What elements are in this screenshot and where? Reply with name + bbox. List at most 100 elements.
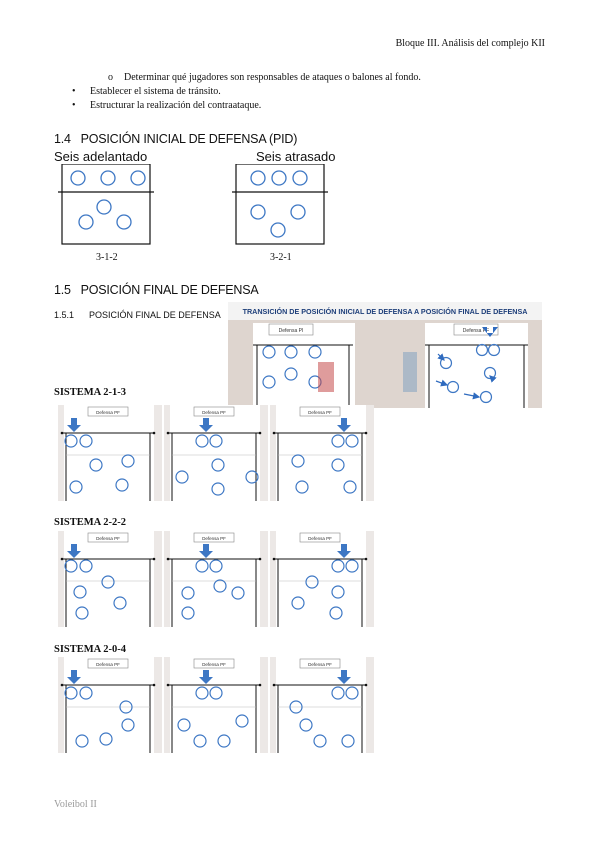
player-circle: [130, 170, 146, 186]
player-circle: [305, 575, 319, 589]
defensa-pi-label: Defensa PI: [279, 328, 304, 334]
defensa-pf-label: Defensa PF: [96, 536, 120, 541]
player-circle: [308, 345, 322, 359]
system-2-1-3-diagrams: Defensa PF Defensa PF Defensa PF: [58, 405, 374, 501]
panel-sheet: [170, 531, 260, 627]
player-circle: [75, 734, 89, 748]
player-circle: [78, 214, 94, 230]
section-number: 1.5: [54, 283, 71, 297]
player-circle: [101, 575, 115, 589]
player-circle: [100, 170, 116, 186]
system-panel: Defensa PF: [270, 531, 374, 627]
defensa-pf-label: Defensa PF: [96, 410, 120, 415]
sub-bullet-text: Determinar qué jugadores son responsable…: [124, 72, 421, 83]
player-circle: [262, 345, 276, 359]
net-post: [60, 431, 64, 435]
arrow-down-icon: [199, 544, 213, 558]
player-circle: [284, 367, 298, 381]
player-circle: [271, 170, 287, 186]
court-outline: [61, 164, 151, 245]
defensa-pf-label: Defensa PF: [96, 662, 120, 667]
panel-sheet: [276, 531, 366, 627]
transition-title: TRANSICIÓN DE POSICIÓN INICIAL DE DEFENS…: [243, 307, 528, 316]
arrow-icon: [489, 375, 497, 383]
system-2-2-2-diagrams: Defensa PF Defensa PF Defensa PF: [58, 531, 374, 627]
defensa-pf-box: [193, 658, 235, 669]
player-circle: [193, 734, 207, 748]
player-circle: [331, 686, 345, 700]
arrow-down-icon: [482, 327, 498, 337]
player-circle: [475, 343, 489, 357]
player-circle: [235, 714, 249, 728]
system-panel: Defensa PF: [270, 657, 374, 753]
player-circle: [209, 434, 223, 448]
player-circle: [217, 734, 231, 748]
player-circle: [211, 482, 225, 496]
net-post: [166, 557, 170, 561]
player-circle: [211, 458, 225, 472]
player-circle: [89, 458, 103, 472]
player-circle: [119, 700, 133, 714]
system-panel: Defensa PF: [58, 405, 162, 501]
player-circle: [73, 585, 87, 599]
defensa-pf-box: [87, 406, 129, 417]
system-panel: Defensa PF: [270, 405, 374, 501]
player-circle: [213, 579, 227, 593]
player-circle: [113, 596, 127, 610]
player-circle: [231, 586, 245, 600]
bullet-item: •Estructurar la realización del contraat…: [72, 100, 261, 111]
bullet-item: •Establecer el sistema de tránsito.: [72, 86, 221, 97]
panel-sheet: [170, 657, 260, 753]
net-post: [364, 431, 368, 435]
player-circle: [331, 559, 345, 573]
pid-diagram-left: [54, 164, 164, 250]
system-panel: Defensa PF: [58, 657, 162, 753]
defensa-pf-box: [87, 658, 129, 669]
arrow-down-icon: [337, 670, 351, 684]
player-circle: [79, 434, 93, 448]
system-panel: Defensa PF: [58, 531, 162, 627]
player-circle: [177, 718, 191, 732]
player-circle: [291, 596, 305, 610]
system-panel: Defensa PF: [164, 657, 268, 753]
player-circle: [299, 718, 313, 732]
arrow-icon: [437, 353, 445, 361]
player-circle: [181, 586, 195, 600]
player-circle: [195, 559, 209, 573]
defensa-pf-label: Defensa PF: [463, 328, 489, 334]
player-circle: [262, 375, 276, 389]
defensa-pf-label: Defensa PF: [202, 536, 226, 541]
player-circle: [331, 585, 345, 599]
subsection-title: POSICIÓN FINAL DE DEFENSA: [89, 310, 221, 320]
defensa-pf-label: Defensa PF: [202, 410, 226, 415]
caption-right: Seis atrasado: [256, 149, 336, 164]
arrow-down-icon: [337, 418, 351, 432]
player-circle: [289, 700, 303, 714]
player-circle: [64, 559, 78, 573]
page-header: Bloque III. Análisis del complejo KII: [395, 38, 545, 49]
pid-diagram-right: [228, 164, 338, 250]
player-circle: [291, 454, 305, 468]
net-post: [272, 683, 276, 687]
arrow-icon: [463, 392, 481, 400]
system-heading: SISTEMA 2-0-4: [54, 644, 127, 655]
net-post: [152, 557, 156, 561]
player-circle: [96, 199, 112, 215]
player-circle: [331, 458, 345, 472]
net-post: [272, 431, 276, 435]
player-circle: [64, 686, 78, 700]
player-circle: [70, 170, 86, 186]
defensa-pf-box: [193, 532, 235, 543]
player-circle: [343, 480, 357, 494]
defensa-pf-box: [87, 532, 129, 543]
player-circle: [175, 470, 189, 484]
net-post: [258, 683, 262, 687]
player-circle: [345, 686, 359, 700]
bullet-marker: •: [72, 86, 76, 97]
player-circle: [479, 390, 493, 404]
caption-left: Seis adelantado: [54, 149, 148, 164]
panel-sheet: [64, 657, 154, 753]
subsection-heading-1-5-1: 1.5.1 POSICIÓN FINAL DE DEFENSA: [54, 310, 221, 320]
arrow-down-icon: [67, 670, 81, 684]
